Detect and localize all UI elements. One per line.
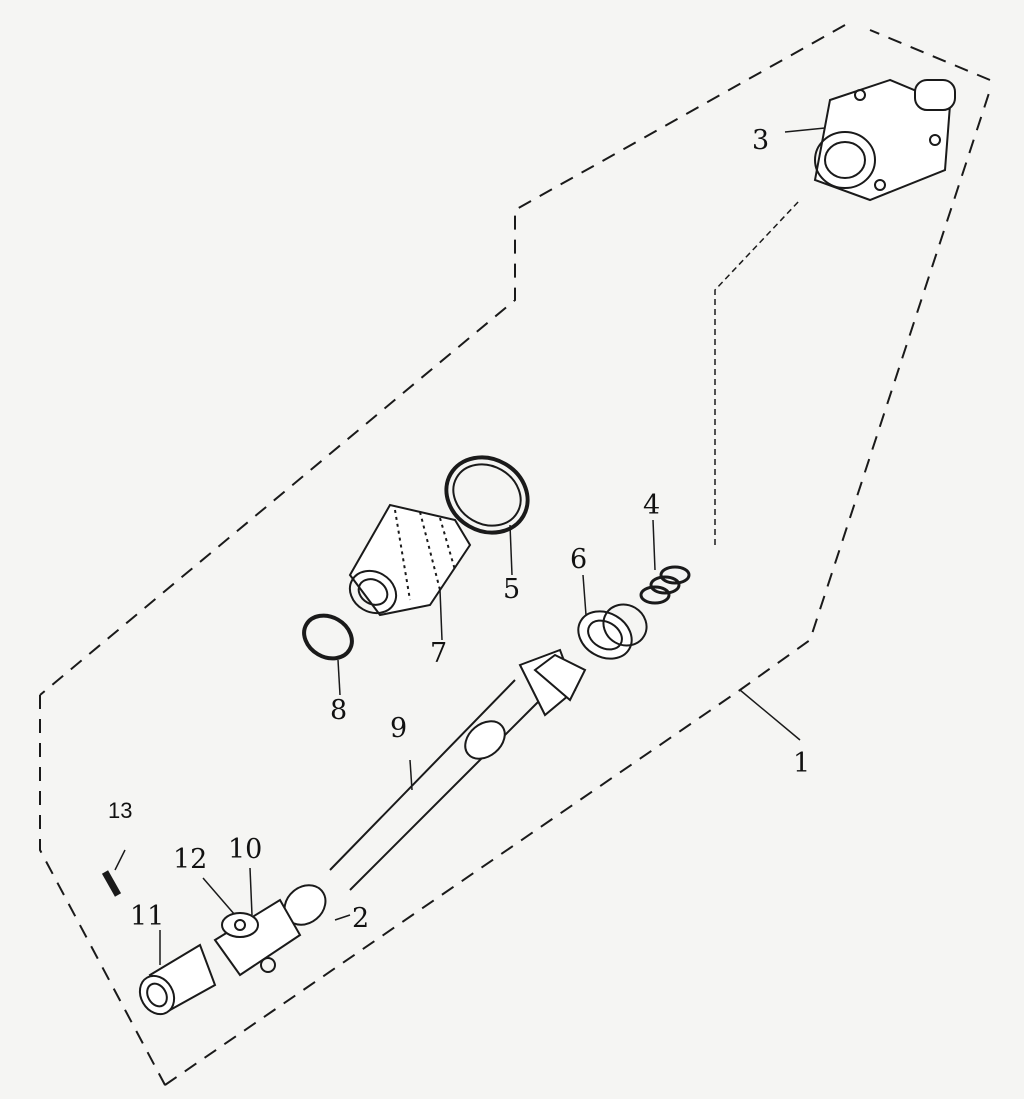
- assembly-boundary-dashed: [39, 24, 991, 1086]
- part-8-ring: [302, 613, 354, 661]
- callout-12: 12: [173, 844, 208, 875]
- callout-11: 11: [130, 901, 165, 932]
- callout-3: 3: [752, 125, 770, 156]
- callout-4: 4: [643, 490, 661, 521]
- part-9-shaft: [329, 648, 587, 891]
- callout-7: 7: [430, 638, 448, 669]
- part-4-spring: [639, 565, 691, 605]
- callout-10: 10: [228, 834, 263, 865]
- callout-6: 6: [570, 544, 588, 575]
- callout-9: 9: [390, 713, 408, 744]
- callout-2: 2: [352, 903, 370, 934]
- callout-8: 8: [330, 695, 348, 726]
- leader-lines: [114, 127, 826, 965]
- part-6-bearing: [577, 603, 648, 660]
- part-5-ring: [444, 455, 530, 535]
- part-13-pin: [101, 870, 122, 897]
- callout-13: 13: [108, 798, 133, 823]
- callout-1: 1: [793, 748, 811, 779]
- callout-5: 5: [503, 574, 521, 605]
- part-3-housing: [813, 78, 956, 202]
- universal-joint: [138, 884, 327, 1016]
- part-7-boot: [348, 503, 472, 617]
